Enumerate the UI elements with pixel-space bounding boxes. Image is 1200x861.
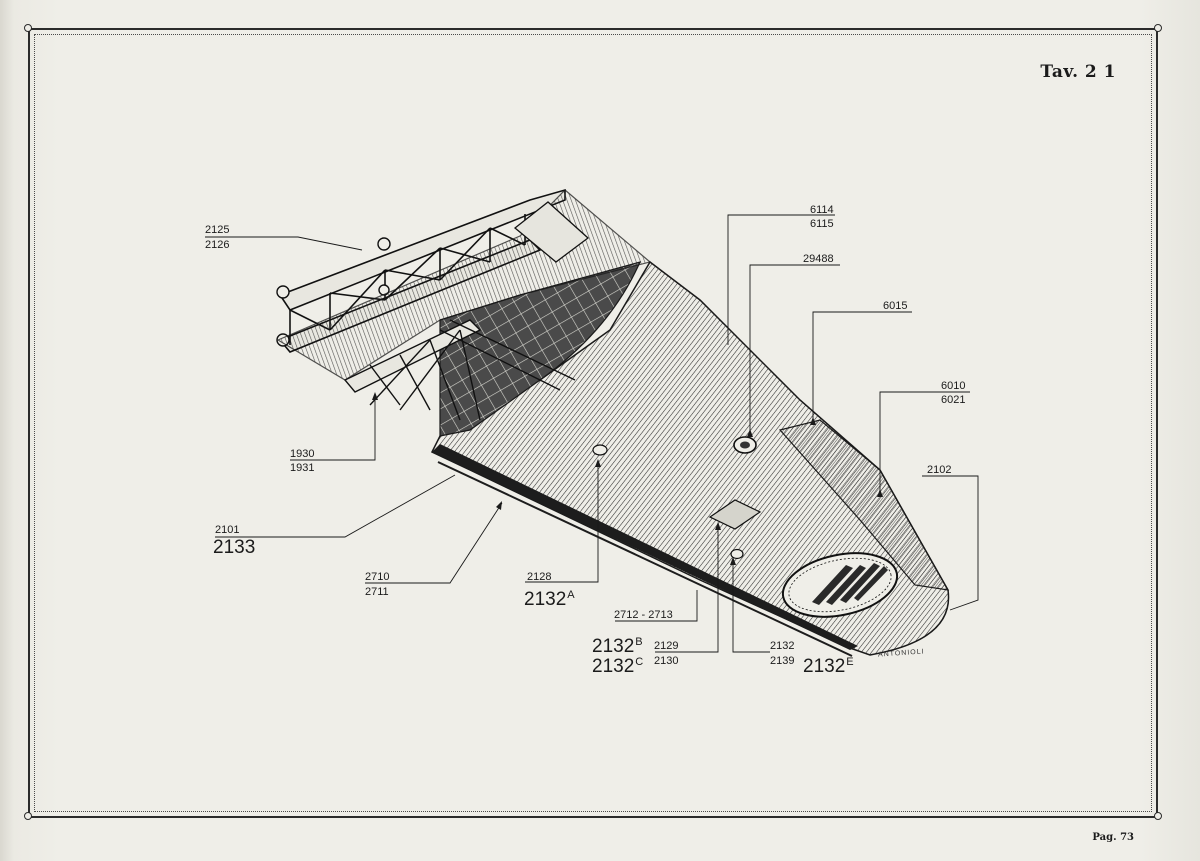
part-label-6114: 6114 [810,204,834,216]
frame-corner-ring [24,24,32,32]
part-label-2710: 2710 [365,571,390,583]
part-label-6021: 6021 [941,394,966,406]
part-label-2132c: 2132C [592,656,644,677]
part-label-2132e: 2132E [803,656,854,677]
part-label-2139: 2139 [770,655,795,667]
part-label-2129: 2129 [654,640,679,652]
part-label-2711: 2711 [365,586,389,598]
part-label-1930: 1930 [290,448,315,460]
part-label-6015: 6015 [883,300,908,312]
page-number: Pag. 73 [1092,832,1134,843]
roundel-insignia [781,552,899,618]
filler-neck-inner [740,441,750,449]
leading-edge-line [437,461,853,657]
part-label-2712-2713: 2712 - 2713 [614,609,673,621]
leader-arrowheads [372,392,883,565]
part-label-2102: 2102 [927,464,952,476]
part-label-2126: 2126 [205,239,230,251]
lower-truss [343,319,576,421]
access-panel-2129 [708,499,762,530]
part-label-2133: 2133 [213,537,256,558]
part-label-6010: 6010 [941,380,966,392]
part-label-2132a: 2132A [524,589,575,610]
inspection-hole [730,548,744,560]
part-label-2128: 2128 [527,571,552,583]
frame-corner-ring [1154,24,1162,32]
frame-corner-ring [24,812,32,820]
part-label-6115: 6115 [810,218,834,230]
plate-number: Tav. 2 1 [1040,62,1116,82]
part-label-2101: 2101 [215,524,240,536]
part-label-1931: 1931 [290,462,315,474]
page-frame-inner [34,34,1152,812]
part-label-2132b: 2132B [592,636,643,657]
wing-skin [430,260,950,656]
part-label-2125: 2125 [205,224,230,236]
access-cover-box [513,201,590,263]
part-label-2132: 2132 [770,640,795,652]
leading-edge-strip [432,444,858,650]
part-label-29488: 29488 [803,253,834,265]
fuel-cap-2128 [592,444,608,456]
page-frame-outer [28,28,1158,818]
leader-lines [205,214,979,653]
frame-corner-ring [1154,812,1162,820]
part-label-2130: 2130 [654,655,679,667]
wing-aileron [778,419,950,591]
